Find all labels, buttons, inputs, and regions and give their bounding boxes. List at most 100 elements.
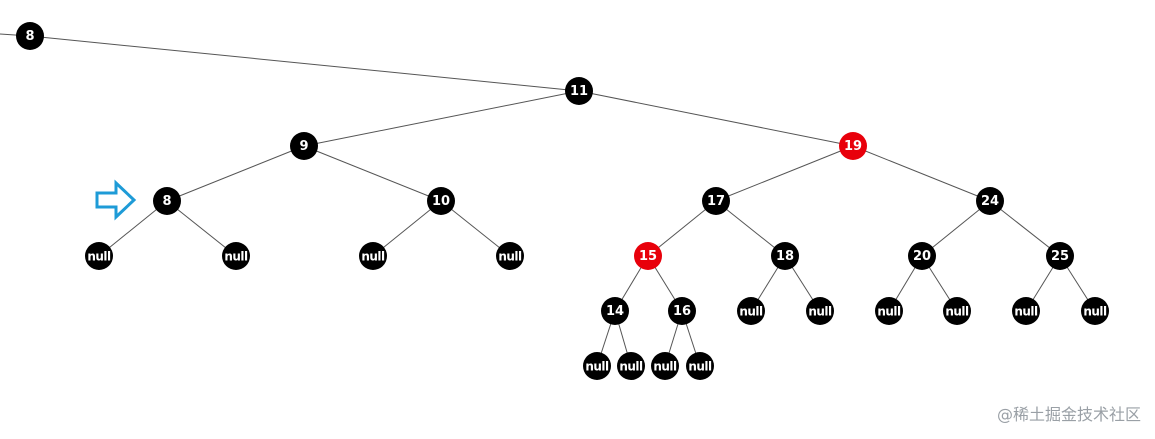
black-node-circle (771, 242, 799, 270)
tree-nodes: 8 11 9 19 8 10 17 24 null null null null 15 18 20 25 14 1… (16, 22, 1109, 380)
red-node-circle (634, 242, 662, 270)
black-node-circle (875, 297, 903, 325)
black-node-circle (153, 187, 181, 215)
node-label: null (739, 305, 763, 319)
edge-n8_top-n11 (29, 35, 580, 92)
black-node-circle (686, 352, 714, 380)
null-leaf-node: null (1012, 297, 1040, 325)
black-node-circle (908, 242, 936, 270)
node-label: 14 (606, 304, 624, 319)
tree-node-16: 16 (668, 297, 696, 325)
node-label: 9 (299, 139, 308, 154)
edge-n8-null_8_r (166, 200, 237, 257)
pointer-arrow-icon (95, 179, 137, 221)
black-node-circle (617, 352, 645, 380)
node-label: null (1014, 305, 1038, 319)
node-label: 16 (673, 304, 691, 319)
black-node-circle (1081, 297, 1109, 325)
black-node-circle (737, 297, 765, 325)
black-node-circle (668, 297, 696, 325)
edge-n19-n24 (852, 145, 991, 202)
node-label: 17 (707, 194, 725, 209)
edge-n24-n20 (921, 200, 991, 257)
tree-node-20: 20 (908, 242, 936, 270)
black-node-circle (806, 297, 834, 325)
black-node-circle (943, 297, 971, 325)
edge-n24-n25 (989, 200, 1061, 257)
null-leaf-node: null (617, 352, 645, 380)
null-leaf-node: null (1081, 297, 1109, 325)
tree-node-11: 11 (565, 77, 593, 105)
null-leaf-node: null (496, 242, 524, 270)
black-node-circle (496, 242, 524, 270)
tree-node-17: 17 (702, 187, 730, 215)
edge-n17-n18 (715, 200, 786, 257)
tree-node-15: 15 (634, 242, 662, 270)
node-label: 11 (570, 84, 588, 99)
watermark: @稀土掘金技术社区 (996, 405, 1141, 424)
black-node-circle (1012, 297, 1040, 325)
black-node-circle (427, 187, 455, 215)
black-node-circle (702, 187, 730, 215)
tree-node-24: 24 (976, 187, 1004, 215)
node-label: null (877, 305, 901, 319)
node-label: 18 (776, 249, 794, 264)
node-label: null (619, 360, 643, 374)
node-label: null (585, 360, 609, 374)
node-label: null (498, 250, 522, 264)
node-label: 15 (639, 249, 657, 264)
black-node-circle (359, 242, 387, 270)
node-label: 19 (844, 139, 862, 154)
tree-node-19: 19 (839, 132, 867, 160)
black-node-circle (651, 352, 679, 380)
null-leaf-node: null (686, 352, 714, 380)
node-label: 20 (913, 249, 931, 264)
null-leaf-node: null (583, 352, 611, 380)
tree-node-18: 18 (771, 242, 799, 270)
edge-n9-n8 (166, 145, 305, 202)
black-node-circle (16, 22, 44, 50)
tree-node-25: 25 (1046, 242, 1074, 270)
red-node-circle (839, 132, 867, 160)
node-label: null (224, 250, 248, 264)
edge-n10-null_10_l (372, 200, 442, 257)
node-label: null (688, 360, 712, 374)
node-label: null (808, 305, 832, 319)
node-label: 24 (981, 194, 999, 209)
null-leaf-node: null (222, 242, 250, 270)
node-label: null (1083, 305, 1107, 319)
black-node-circle (583, 352, 611, 380)
node-label: 8 (162, 194, 171, 209)
node-label: 10 (432, 194, 450, 209)
null-leaf-node: null (806, 297, 834, 325)
black-node-circle (222, 242, 250, 270)
black-node-circle (601, 297, 629, 325)
edge-n11-n19 (578, 90, 854, 147)
null-leaf-node: null (737, 297, 765, 325)
black-node-circle (85, 242, 113, 270)
node-label: null (87, 250, 111, 264)
null-leaf-node: null (875, 297, 903, 325)
node-label: null (945, 305, 969, 319)
node-label: null (653, 360, 677, 374)
black-node-circle (565, 77, 593, 105)
black-node-circle (976, 187, 1004, 215)
null-leaf-node: null (943, 297, 971, 325)
null-leaf-node: null (651, 352, 679, 380)
tree-node-8: 8 (153, 187, 181, 215)
node-label: 25 (1051, 249, 1069, 264)
edge-n17-n15 (647, 200, 717, 257)
edge-n8-null_8_l (98, 200, 168, 257)
edge-n10-null_10_r (440, 200, 511, 257)
tree-node-8: 8 (16, 22, 44, 50)
null-leaf-node: null (359, 242, 387, 270)
black-node-circle (290, 132, 318, 160)
node-label: 8 (25, 29, 34, 44)
tree-node-9: 9 (290, 132, 318, 160)
node-label: null (361, 250, 385, 264)
black-node-circle (1046, 242, 1074, 270)
tree-node-10: 10 (427, 187, 455, 215)
edge-n11-n9 (303, 90, 580, 147)
null-leaf-node: null (85, 242, 113, 270)
